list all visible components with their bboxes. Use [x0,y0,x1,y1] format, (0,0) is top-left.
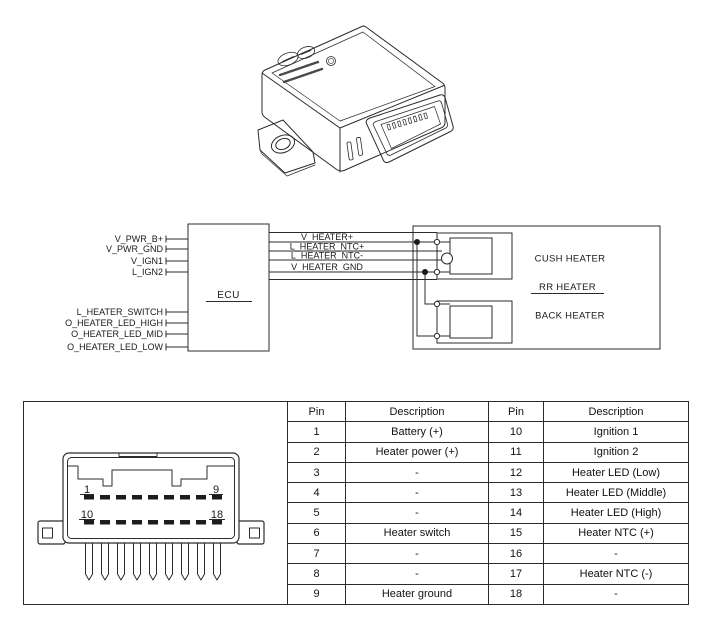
rr-heater-label: RR HEATER [539,282,596,293]
description-cell: Heater LED (High) [543,502,689,524]
pin-cell: 17 [488,563,544,585]
table-header-pin-left: Pin [287,400,346,423]
part-number-line [282,67,324,84]
wire-label: V_HEATER+ [301,232,353,242]
left-pin-label: V_PWR_B+ [115,234,163,244]
description-cell: - [345,461,489,484]
ecu-body [261,25,446,173]
table-header-desc-right: Description [543,400,689,423]
description-cell: - [345,482,489,504]
left-pin-label: O_HEATER_LED_LOW [67,342,163,352]
pin-cell: 5 [287,502,346,524]
description-cell: - [543,543,689,565]
description-cell: Battery (+) [345,421,489,443]
left-pin-label: V_PWR_GND [106,244,164,254]
left-pin-label: V_IGN1 [131,256,163,266]
description-cell: - [345,543,489,565]
ecu-input-leads [165,235,188,351]
connector-legs [85,543,221,581]
wire-label: L_HEATER_NTC- [291,251,363,261]
description-cell: - [345,563,489,585]
left-pin-label: L_IGN2 [132,267,163,277]
pin-cell: 10 [488,421,544,443]
description-cell: Heater NTC (+) [543,522,689,545]
description-cell: Heater power (+) [345,441,489,463]
ecu-output-wires [269,232,442,337]
description-cell: Heater switch [345,522,489,545]
pin-cell: 13 [488,482,544,504]
mounting-hole [270,134,296,154]
wire-label: V_HEATER_GND [291,262,363,272]
left-pin-label: O_HEATER_LED_MID [71,329,163,339]
pin-cell: 14 [488,502,544,524]
connector-socket [346,94,454,164]
junction-dots [414,239,428,275]
table-row: 5 - 14 Heater LED (High) [24,502,689,524]
pin-cell: 11 [488,441,544,463]
pin-number-10: 10 [81,509,93,521]
description-cell: Ignition 1 [543,421,689,443]
table-row: 7 - 16 - [24,543,689,565]
cush-heater-symbol [436,232,513,280]
heater-wiring-schematic: ECU V_PWR_B+ V_PWR_GND V_IGN1 L_IGN2 L_H… [65,223,661,352]
rr-heater-enclosure [412,225,661,350]
ecu-box [187,223,270,352]
pin-number-18: 18 [211,509,223,521]
description-cell: Heater LED (Low) [543,461,689,484]
description-cell: - [543,583,689,606]
left-pin-label: O_HEATER_LED_HIGH [65,318,163,328]
pin-cell: 9 [287,583,346,606]
connector-ear-right [236,520,265,545]
table-row: 3 - 12 Heater LED (Low) [24,461,689,484]
pin-number-9: 9 [213,484,219,496]
pin-cell: 18 [488,583,544,606]
ecu-box-label: ECU [217,290,240,301]
connector-18pin-drawing: 1 9 10 18 [37,452,265,581]
pin-number-1: 1 [84,484,90,496]
back-heater-label: BACK HEATER [535,311,605,322]
table-header-desc-left: Description [345,400,489,423]
part-number-line [278,60,320,77]
pin-description-table: 1 9 10 18 [23,400,689,606]
mounting-ear [257,119,316,177]
pin-cell: 7 [287,543,346,565]
kia-logo-icon [296,46,316,59]
back-heater-symbol [436,300,513,344]
pin-cell: 15 [488,522,544,545]
ecu-module-isometric-drawing [257,25,454,177]
pin-cell: 4 [287,482,346,504]
table-row: 9 Heater ground 18 - [24,583,689,606]
pin-cell: 16 [488,543,544,565]
pin-cell: 2 [287,441,346,463]
pin-cell: 6 [287,522,346,545]
terminal-circles [433,238,441,340]
description-cell: Ignition 2 [543,441,689,463]
connector-drawing-cell: 1 9 10 18 [23,401,288,605]
cush-heater-label: CUSH HEATER [535,254,606,265]
description-cell: - [345,502,489,524]
description-cell: Heater ground [345,583,489,606]
description-cell: Heater LED (Middle) [543,482,689,504]
connector-ear-left [37,520,66,545]
wire-label: L_HEATER_NTC+ [290,242,365,252]
pin-cell: 12 [488,461,544,484]
socket-pins [386,112,428,131]
ntc-sensor-circle [441,252,453,265]
table-header-pin-right: Pin [488,400,544,423]
pin-cell: 3 [287,461,346,484]
pin-cell: 8 [287,563,346,585]
certification-mark-icon [326,56,336,66]
table-row: 4 - 13 Heater LED (Middle) [24,482,689,504]
description-cell: Heater NTC (-) [543,563,689,585]
pin-slots-row1 [84,495,222,500]
pin-slots-row2 [84,520,222,525]
latch-tab [346,141,354,161]
pin-cell: 1 [287,421,346,443]
left-pin-label: L_HEATER_SWITCH [77,307,163,317]
top-face-markings [277,46,336,84]
latch-tab [356,137,364,156]
